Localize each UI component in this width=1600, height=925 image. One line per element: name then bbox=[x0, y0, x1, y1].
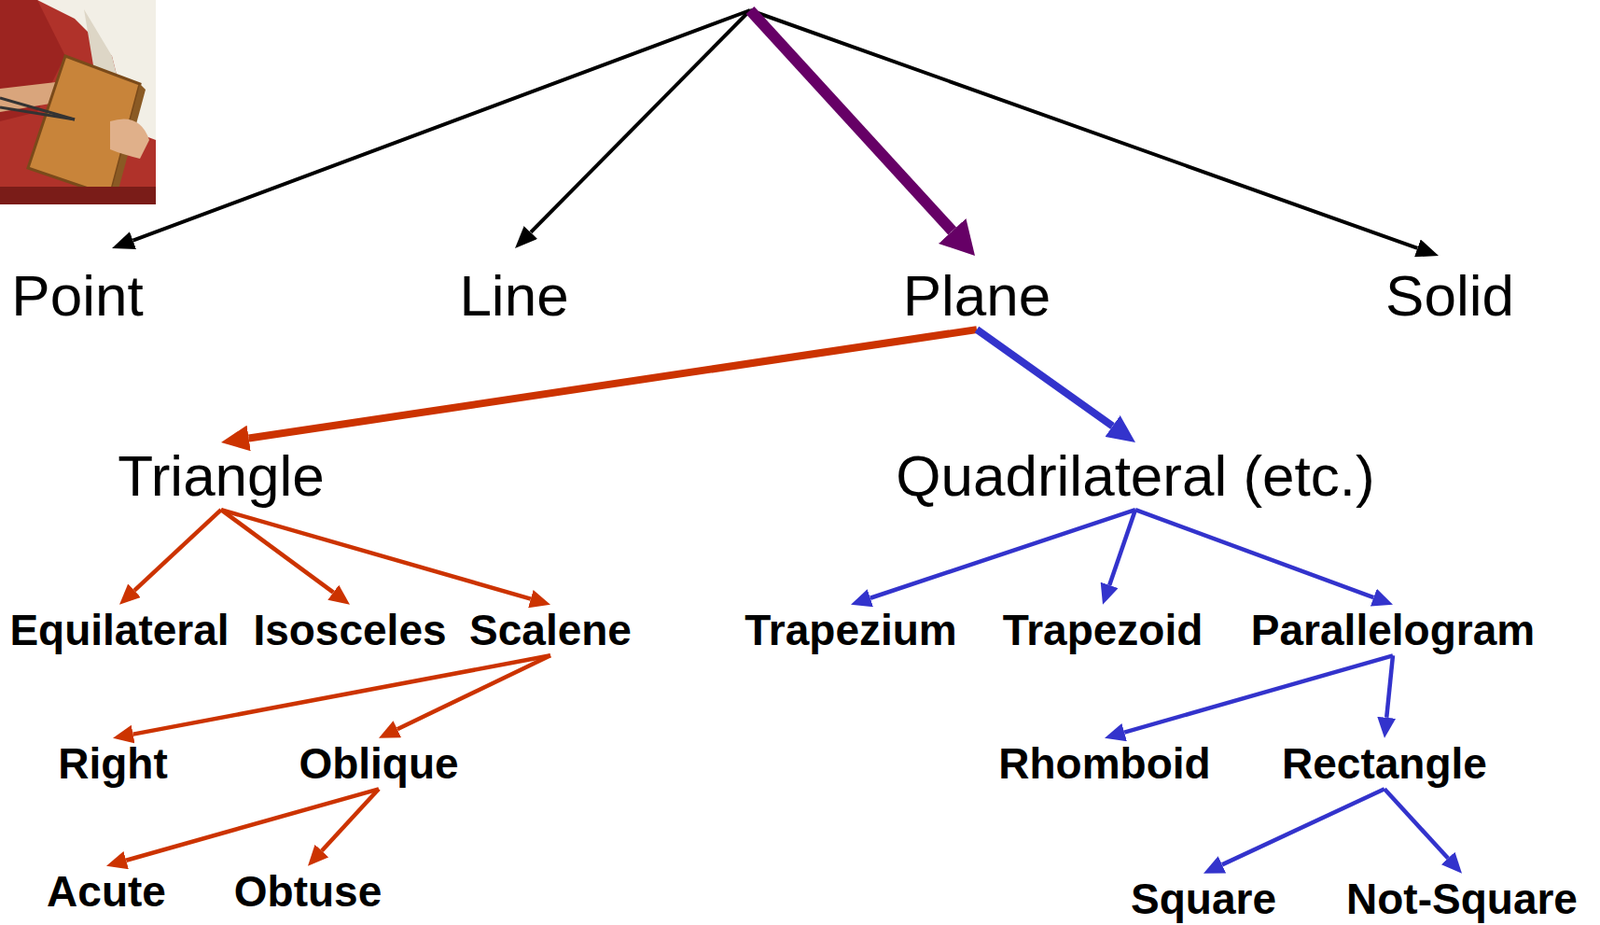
node-label: Parallelogram bbox=[1251, 606, 1535, 654]
connector-arrow bbox=[976, 329, 1114, 426]
connector-arrow bbox=[870, 509, 1136, 599]
connector-arrow bbox=[1109, 509, 1136, 585]
category-node: Right bbox=[54, 737, 172, 790]
connector-arrow bbox=[133, 654, 551, 734]
node-label: Solid bbox=[1385, 264, 1515, 328]
node-label: Not-Square bbox=[1346, 875, 1578, 923]
category-node: Trapezoid bbox=[999, 604, 1208, 656]
node-label: Plane bbox=[903, 264, 1052, 328]
category-node: Plane bbox=[899, 262, 1056, 330]
connector-arrow bbox=[1386, 654, 1393, 718]
connector-arrow bbox=[221, 509, 531, 599]
painting-fragment bbox=[0, 0, 156, 205]
root-arrows bbox=[133, 10, 1419, 249]
node-label: Trapezium bbox=[744, 606, 958, 654]
node-label: Obtuse bbox=[234, 867, 382, 916]
node-label: Oblique bbox=[298, 739, 459, 788]
category-node: Not-Square bbox=[1342, 873, 1582, 925]
node-label: Equilateral bbox=[9, 606, 229, 654]
node-label: Trapezoid bbox=[1002, 606, 1204, 654]
node-label: Rhomboid bbox=[998, 739, 1211, 788]
node-label: Point bbox=[11, 264, 143, 328]
node-label: Isosceles bbox=[252, 606, 446, 654]
category-node: Triangle bbox=[113, 442, 329, 510]
category-node: Scalene bbox=[465, 604, 636, 656]
node-label: Quadrilateral (etc.) bbox=[895, 444, 1375, 508]
category-node: Rectangle bbox=[1278, 737, 1491, 790]
category-node: Rhomboid bbox=[994, 737, 1214, 790]
category-node: Acute bbox=[42, 865, 170, 918]
category-node: Solid bbox=[1381, 262, 1518, 330]
category-node: Quadrilateral (etc.) bbox=[891, 442, 1378, 510]
connector-arrow bbox=[1384, 788, 1448, 858]
category-node: Equilateral bbox=[5, 604, 233, 656]
category-node: Point bbox=[7, 262, 147, 330]
category-node: Oblique bbox=[294, 737, 462, 790]
category-node: Obtuse bbox=[230, 865, 386, 918]
node-label: Triangle bbox=[117, 444, 325, 508]
connector-arrow bbox=[125, 788, 379, 860]
connector-arrow bbox=[134, 509, 222, 591]
node-label: Line bbox=[459, 264, 569, 328]
node-label: Rectangle bbox=[1281, 739, 1488, 788]
category-node: Isosceles bbox=[249, 604, 450, 656]
connector-arrow bbox=[1222, 788, 1385, 864]
category-node: Line bbox=[455, 262, 572, 330]
category-node: Trapezium bbox=[740, 604, 961, 656]
connector-arrow bbox=[1124, 654, 1393, 732]
category-node: Square bbox=[1126, 873, 1280, 925]
connector-arrow bbox=[221, 509, 334, 593]
node-label: Square bbox=[1130, 875, 1277, 923]
node-label: Acute bbox=[46, 867, 167, 916]
node-label: Right bbox=[57, 739, 168, 788]
connector-arrow bbox=[1135, 509, 1374, 598]
category-node: Parallelogram bbox=[1247, 604, 1539, 656]
connector-arrow bbox=[249, 329, 977, 438]
node-label: Scalene bbox=[469, 606, 632, 654]
connector-arrow bbox=[321, 788, 379, 850]
connector-arrow bbox=[397, 654, 551, 729]
